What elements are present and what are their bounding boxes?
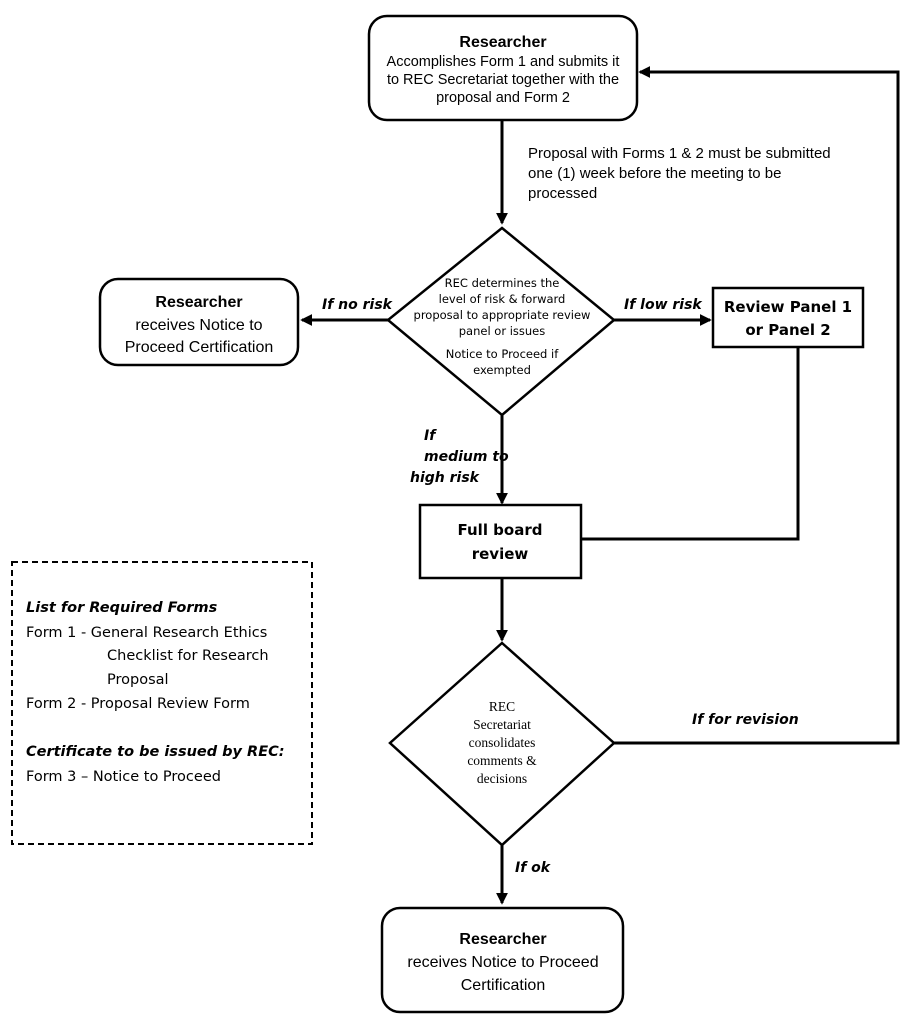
legend-form1-line-2: Checklist for Research xyxy=(107,648,269,664)
legend-cert-heading: Certificate to be issued by REC: xyxy=(26,744,285,760)
label-medium-high-line-1: If xyxy=(424,428,437,444)
review-panel-line-1: Review Panel 1 xyxy=(724,298,852,316)
forms-legend-box xyxy=(11,561,313,845)
start-node-line-3: proposal and Form 2 xyxy=(436,90,570,106)
label-low-risk: If low risk xyxy=(624,297,703,313)
consolidate-decision-diamond xyxy=(388,641,616,847)
label-no-risk: If no risk xyxy=(322,297,394,313)
consolidate-line-3: consolidates xyxy=(469,735,536,750)
risk-decision-diamond xyxy=(386,226,616,417)
start-node-title: Researcher xyxy=(459,34,546,51)
full-board-review-box xyxy=(418,503,583,580)
no-risk-result-title: Researcher xyxy=(155,294,242,311)
submission-note-line-1: Proposal with Forms 1 & 2 must be submit… xyxy=(528,145,831,162)
risk-decision-line-4: panel or issues xyxy=(459,324,546,338)
submission-note-line-2: one (1) week before the meeting to be xyxy=(528,165,782,182)
no-risk-result-line-1: receives Notice to xyxy=(135,317,262,334)
consolidate-line-5: decisions xyxy=(477,771,527,786)
risk-decision-line-2: level of risk & forward xyxy=(439,292,566,306)
review-panel-line-2: or Panel 2 xyxy=(745,321,830,339)
consolidate-line-1: REC xyxy=(489,699,515,714)
start-node-line-1: Accomplishes Form 1 and submits it xyxy=(387,54,620,70)
risk-decision-line-3: proposal to appropriate review xyxy=(414,308,591,322)
label-medium-high-line-2: medium to xyxy=(424,449,509,465)
label-ok: If ok xyxy=(515,860,552,876)
consolidate-line-4: comments & xyxy=(467,753,537,768)
risk-decision-line-6: exempted xyxy=(473,363,531,377)
legend-form3: Form 3 – Notice to Proceed xyxy=(26,769,221,785)
legend-form1-line-1: Form 1 - General Research Ethics xyxy=(26,625,267,641)
legend-forms-heading: List for Required Forms xyxy=(26,600,218,616)
connector-review-panel-to-full-board xyxy=(581,347,800,541)
start-node-line-2: to REC Secretariat together with the xyxy=(387,72,619,88)
legend-form1-line-3: Proposal xyxy=(107,672,169,688)
arrow-revision-loop xyxy=(614,66,900,745)
label-for-revision: If for revision xyxy=(692,712,799,728)
risk-decision-line-1: REC determines the xyxy=(445,276,560,290)
end-node-title: Researcher xyxy=(459,931,546,948)
consolidate-line-2: Secretariat xyxy=(473,717,531,732)
no-risk-result-node xyxy=(98,277,300,367)
no-risk-result-line-2: Proceed Certification xyxy=(125,339,274,356)
full-board-line-1: Full board xyxy=(458,521,543,539)
full-board-line-2: review xyxy=(472,545,529,563)
risk-decision-line-5: Notice to Proceed if xyxy=(446,347,559,361)
start-node xyxy=(367,14,639,122)
end-node-line-2: Certification xyxy=(461,977,545,994)
label-medium-high-line-3: high risk xyxy=(410,470,481,486)
end-node xyxy=(380,906,625,1014)
legend-form2: Form 2 - Proposal Review Form xyxy=(26,696,250,712)
submission-note-line-3: processed xyxy=(528,185,597,202)
review-panel-box xyxy=(711,286,865,349)
end-node-line-1: receives Notice to Proceed xyxy=(407,954,598,971)
